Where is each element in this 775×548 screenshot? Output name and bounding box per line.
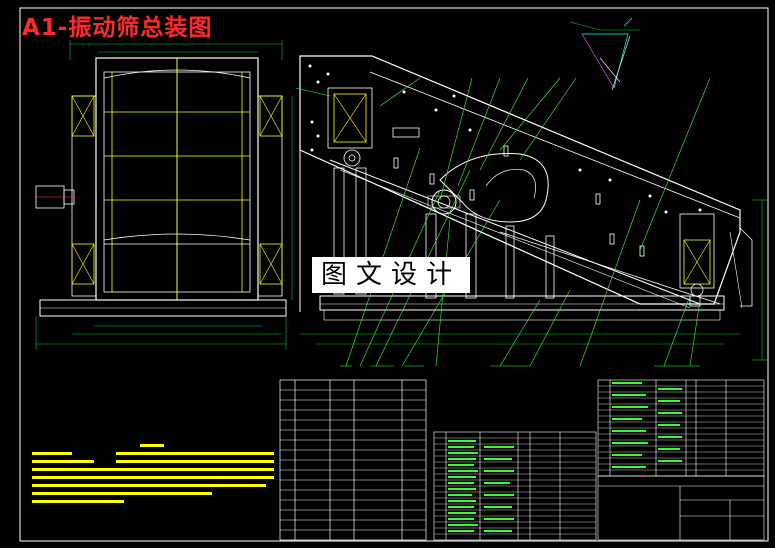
technical-notes: [32, 444, 274, 503]
parts-list-right-rows: [598, 385, 764, 471]
parts-list-middle-text: [448, 440, 514, 532]
parts-list-middle-rows: [434, 437, 596, 535]
title-block: [597, 475, 765, 541]
side-view: [295, 17, 768, 367]
parameter-table-rows: [280, 389, 426, 531]
drawing-frame: [19, 7, 769, 542]
drawing-title: A1-振动筛总装图: [22, 15, 213, 41]
parts-list-right-text: [612, 382, 682, 468]
front-view: [35, 40, 293, 350]
watermark-label: 图文设计: [312, 257, 470, 293]
